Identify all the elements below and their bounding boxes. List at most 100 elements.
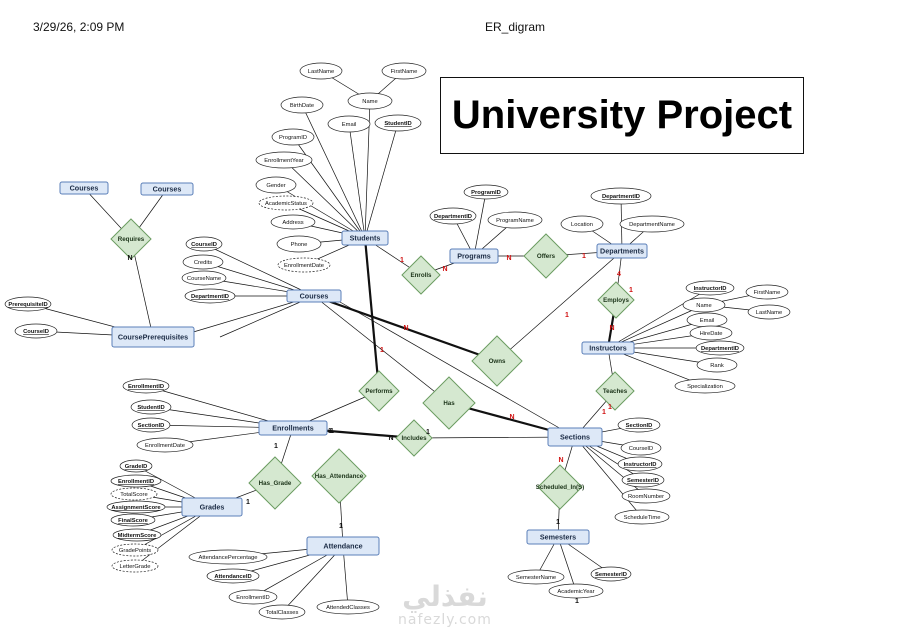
attribute-ellipse — [695, 340, 745, 356]
attribute-ellipse — [463, 184, 509, 200]
attribute-ellipse — [621, 472, 665, 488]
relationship-requires: Requires — [110, 218, 152, 260]
attribute-a_deptid_c: DepartmentID — [184, 288, 236, 304]
attribute-label: Credits — [194, 260, 212, 266]
attribute-ellipse — [316, 599, 380, 615]
attribute-label: SemesterID — [627, 478, 659, 484]
attribute-ellipse — [560, 215, 604, 233]
attribute-a_courseid_cp: CourseID — [14, 323, 58, 339]
relationship-label: Performs — [365, 388, 393, 395]
attribute-a_email_i: Email — [686, 312, 728, 328]
cardinality-label: 1 — [575, 598, 579, 605]
cardinality-label: 1 — [582, 253, 586, 260]
attribute-link — [301, 104, 366, 239]
attribute-a_firstname: FirstName — [381, 62, 427, 80]
attribute-a_phone: Phone — [276, 235, 322, 253]
attribute-ellipse — [111, 543, 159, 557]
attribute-ellipse — [689, 325, 733, 341]
attribute-label: EnrollmentDate — [145, 443, 185, 449]
attribute-ellipse — [280, 96, 324, 114]
attribute-label: AssignmentScore — [111, 505, 161, 511]
attribute-a_name_s: Name — [347, 92, 393, 110]
attribute-ellipse — [374, 114, 422, 132]
attribute-a_semestername: SemesterName — [507, 569, 565, 585]
attribute-label: FirstName — [754, 290, 781, 296]
attribute-label: Phone — [291, 242, 308, 248]
attribute-ellipse — [619, 215, 685, 233]
relationship-diamond — [471, 335, 523, 387]
attribute-label: CourseID — [23, 329, 49, 335]
attribute-ellipse — [255, 176, 297, 194]
cardinality-label: 1 — [246, 499, 250, 506]
attribute-a_midtermscore: MidtermScore — [112, 528, 162, 542]
attribute-label: TotalScore — [120, 492, 147, 498]
cardinality-label: 1 — [608, 404, 612, 411]
attribute-label: CourseName — [187, 276, 221, 282]
attribute-a_email_s: Email — [327, 115, 371, 133]
attribute-a_academicyear: AcademicYear — [548, 583, 604, 599]
attribute-a_enrollid_a: EnrollmentID — [228, 589, 278, 605]
attribute-a_address: Address — [270, 214, 316, 230]
attribute-ellipse — [112, 528, 162, 542]
attribute-label: CourseID — [629, 446, 653, 452]
attribute-a_lastname: LastName — [299, 62, 343, 80]
cardinality-label: N — [509, 414, 514, 421]
attribute-label: LastName — [756, 310, 782, 316]
relationship-offers: Offers — [523, 233, 569, 279]
relationship-owns: Owns — [471, 335, 523, 387]
cardinality-label: N — [506, 255, 511, 262]
attribute-label: DepartmentID — [602, 194, 640, 200]
entity-label: Courses — [300, 291, 329, 300]
attribute-ellipse — [206, 568, 260, 584]
attribute-ellipse — [258, 604, 306, 620]
attribute-ellipse — [110, 513, 156, 527]
relationship-label: Has_Grade — [259, 480, 292, 487]
attribute-label: AttendedClasses — [326, 605, 370, 611]
entity-label: CoursePrerequisites — [118, 332, 188, 341]
attribute-ellipse — [14, 323, 58, 339]
entity-courses_a: Courses — [59, 181, 109, 195]
relationship-link — [339, 301, 576, 438]
entity-box — [306, 536, 380, 556]
cardinality-label: N — [403, 325, 408, 332]
attribute-ellipse — [122, 378, 170, 394]
entity-sections: Sections — [547, 427, 603, 447]
attribute-label: CourseID — [191, 242, 217, 248]
cardinality-label: 1 — [380, 347, 384, 354]
attribute-a_totalclasses: TotalClasses — [258, 604, 306, 620]
attribute-ellipse — [255, 151, 313, 169]
attribute-label: RoomNumber — [628, 494, 664, 500]
attribute-a_sectionid_sec: SectionID — [617, 417, 661, 433]
attribute-label: EnrollmentID — [118, 479, 154, 485]
attribute-ellipse — [258, 195, 314, 211]
attribute-ellipse — [182, 254, 224, 270]
entity-courseprereq: CoursePrerequisites — [111, 326, 195, 348]
attribute-label: TotalClasses — [266, 610, 299, 616]
attribute-label: Gender — [266, 183, 285, 189]
attribute-a_deptname: DepartmentName — [619, 215, 685, 233]
attribute-ellipse — [747, 304, 791, 320]
cardinality-label: N — [442, 266, 447, 273]
attribute-label: HireDate — [700, 331, 723, 337]
attribute-label: Email — [342, 122, 357, 128]
entity-box — [547, 427, 603, 447]
attribute-label: AcademicStatus — [265, 201, 307, 207]
relationship-label: Includes — [401, 435, 427, 442]
attribute-label: SectionID — [138, 423, 165, 429]
attribute-ellipse — [276, 235, 322, 253]
attribute-a_attid: AttendanceID — [206, 568, 260, 584]
cardinality-label: 1 — [400, 257, 404, 264]
cardinality-label: 1 — [602, 409, 606, 416]
entity-box — [449, 248, 499, 264]
attribute-a_instructorid_sec: InstructorID — [617, 456, 663, 472]
attribute-a_firstname_i: FirstName — [745, 284, 789, 300]
relationship-label: Offers — [537, 253, 556, 260]
relationship-link — [313, 295, 450, 404]
attribute-a_semesterid_sec: SemesterID — [621, 472, 665, 488]
attribute-label: FirstName — [391, 69, 418, 75]
attribute-a_roomnumber: RoomNumber — [621, 488, 671, 504]
attribute-a_credits: Credits — [182, 254, 224, 270]
attribute-label: AttendancePercentage — [199, 555, 258, 561]
relationship-diamond — [523, 233, 569, 279]
print-timestamp: 3/29/26, 2:09 PM — [33, 20, 125, 34]
